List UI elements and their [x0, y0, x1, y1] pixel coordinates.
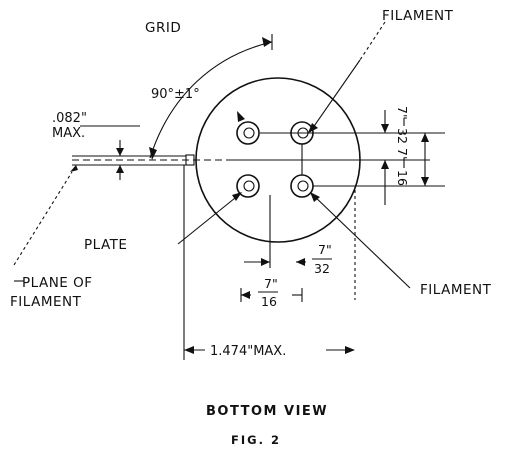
pin-bottom-right	[290, 174, 314, 198]
angle-dim: 90°±1°	[151, 87, 200, 102]
filament-bottom-label: FILAMENT	[420, 282, 492, 298]
figure-caption: FIG. 2	[231, 433, 281, 447]
svg-text:32: 32	[314, 261, 330, 276]
pin-offset-h-fraction: 7" 32	[312, 242, 332, 276]
pin-offset-v-fraction: 7" 32	[395, 106, 410, 144]
pin-spacing-h-fraction: 7" 16	[258, 276, 278, 309]
filament-top-label: FILAMENT	[382, 8, 454, 24]
grid-label: GRID	[145, 20, 181, 36]
lead-dia-value: .082"	[52, 111, 87, 126]
pin-spacing-v-fraction: 7" 16	[395, 148, 410, 186]
plane-label-line1: PLANE OF	[22, 275, 93, 291]
svg-text:16: 16	[261, 294, 277, 309]
pin-top-left	[236, 121, 260, 145]
plate-label: PLATE	[84, 237, 127, 253]
svg-text:7": 7"	[318, 242, 332, 257]
view-caption: BOTTOM VIEW	[206, 404, 328, 419]
svg-text:7": 7"	[395, 106, 410, 120]
svg-text:7": 7"	[264, 276, 278, 291]
plane-label-line2: FILAMENT	[10, 294, 82, 310]
pin-bottom-left	[236, 174, 260, 198]
lead-stub	[185, 154, 195, 166]
lead-dia-max: MAX.	[52, 126, 85, 141]
angle-arc	[149, 41, 273, 159]
width-dim: 1.474"MAX.	[210, 344, 286, 359]
svg-text:16: 16	[395, 170, 410, 186]
svg-text:7": 7"	[395, 148, 410, 162]
svg-text:32: 32	[395, 128, 410, 144]
